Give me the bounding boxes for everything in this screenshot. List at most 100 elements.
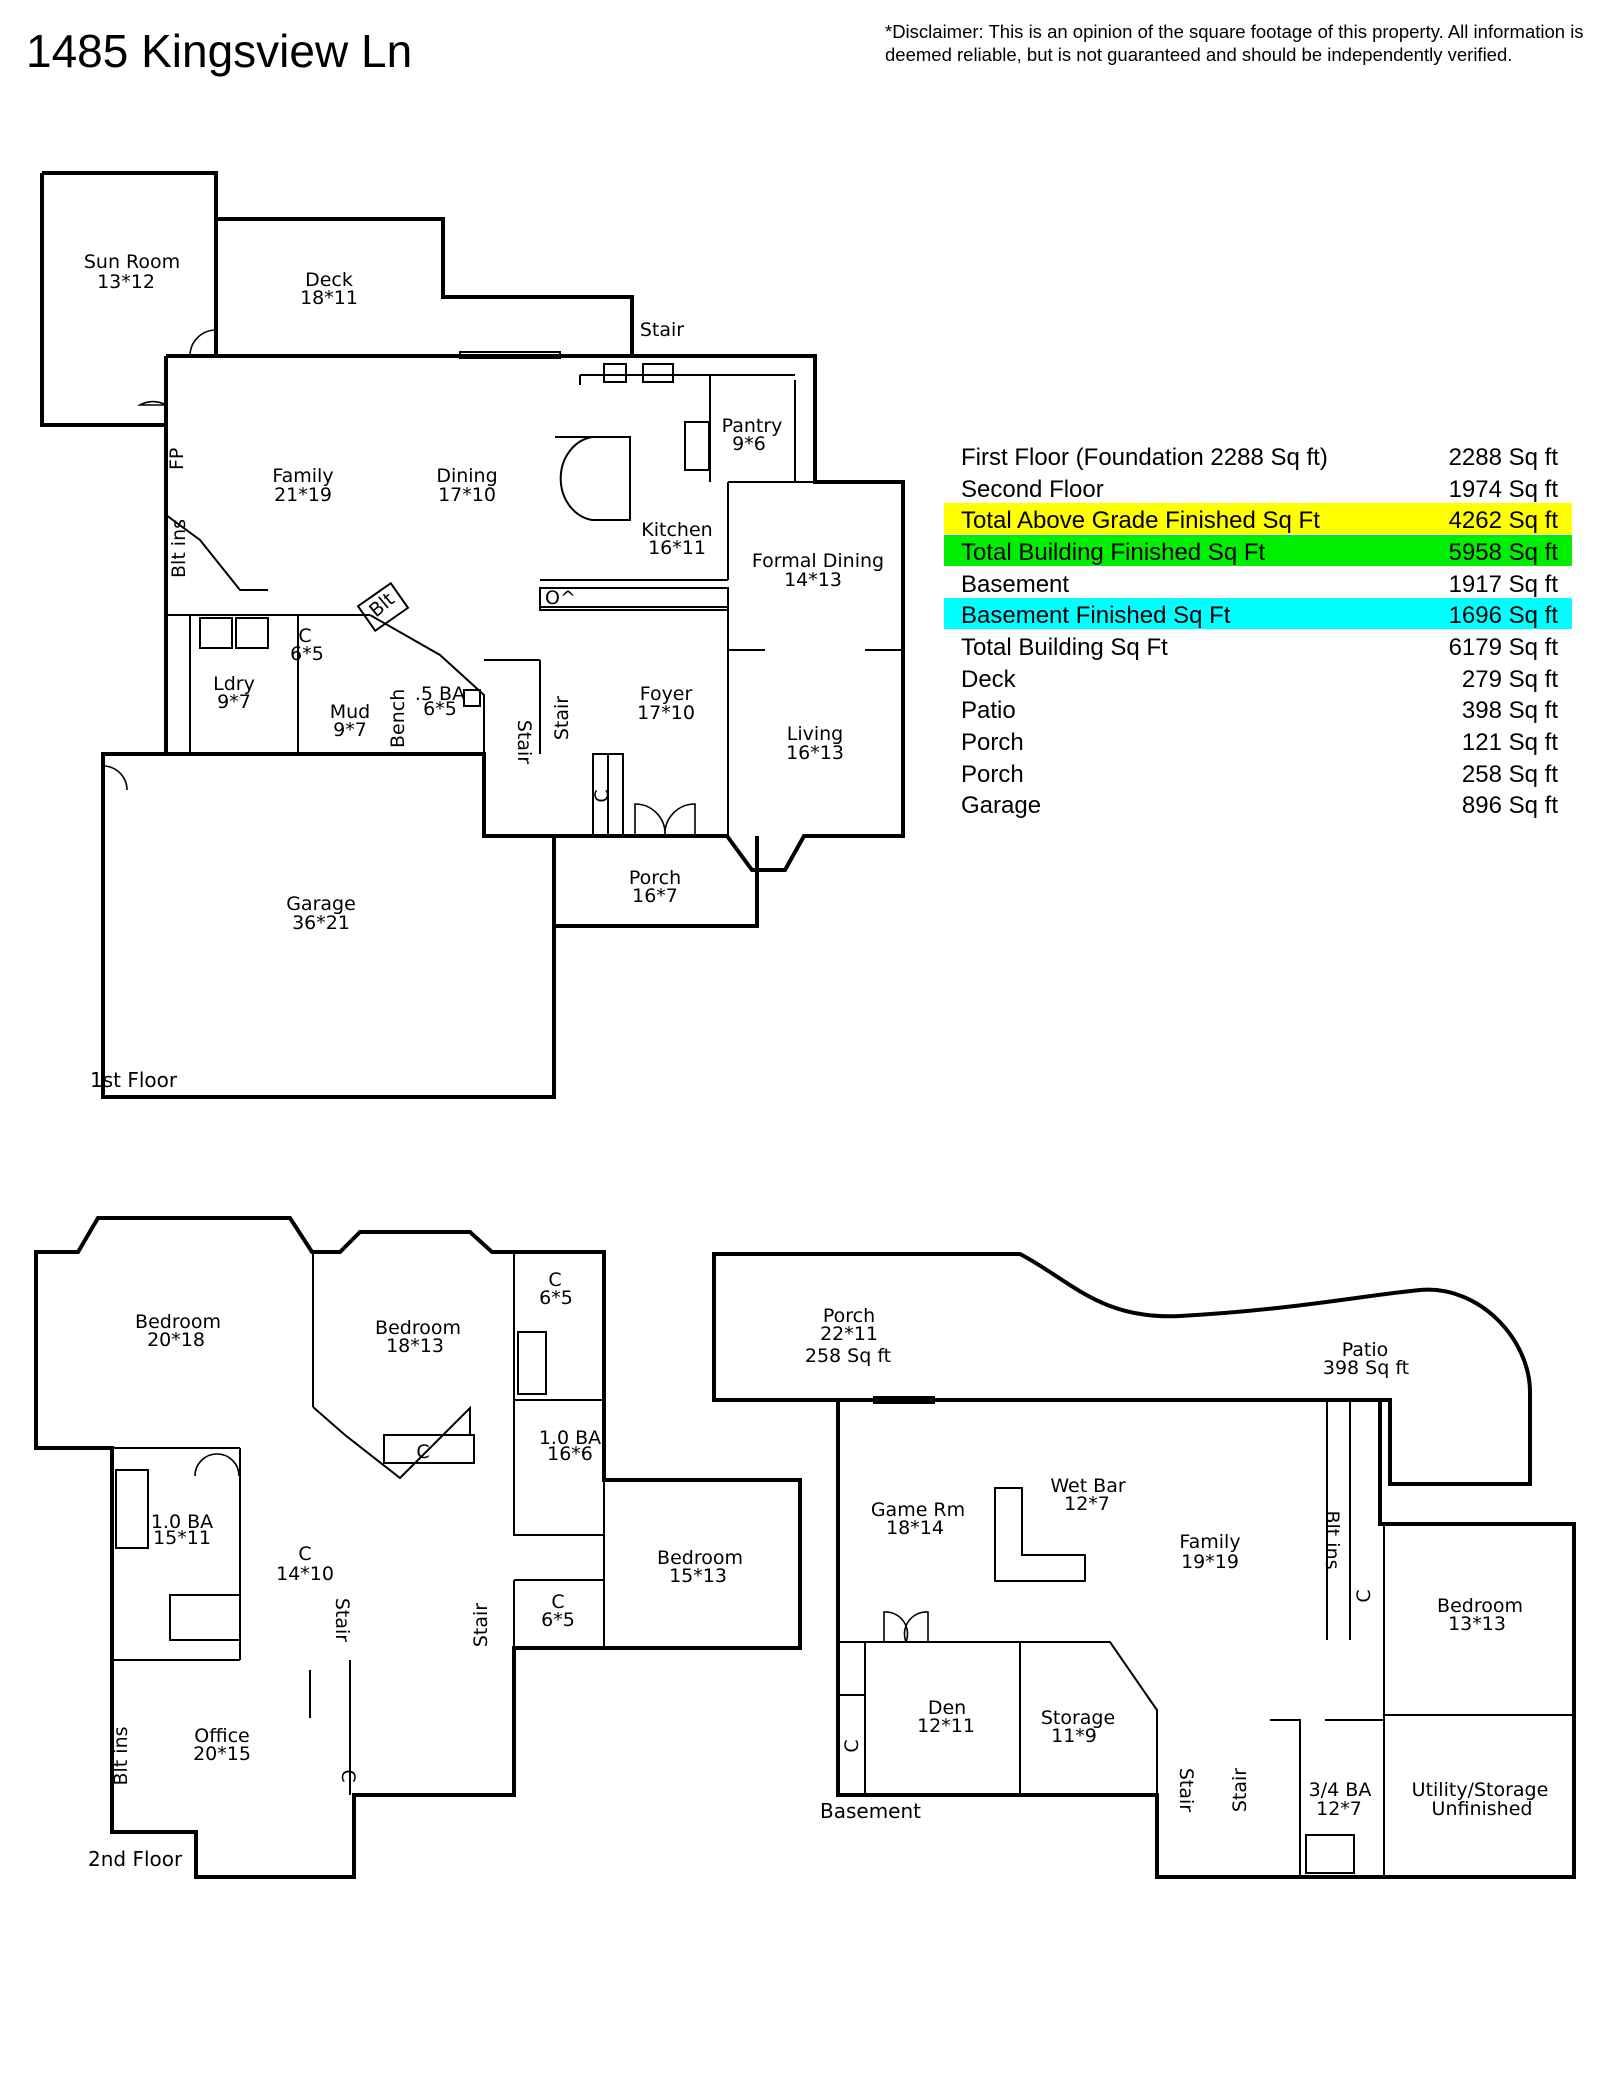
second-floor-shower [169,1594,241,1641]
fridge-icon [603,363,627,383]
slider-door [459,351,561,359]
office-dims: 20*15 [193,1743,251,1765]
second-floor-closet-1-name: C [548,1269,561,1291]
bedroom-2-dims: 18*13 [386,1335,444,1357]
first-floor-blt-ins-label: Blt ins [168,519,190,578]
front-porch-name: Porch [629,867,681,889]
oven-label: O^ [545,587,576,609]
half-bath-name: .5 BA [415,683,465,705]
summary-value-first-floor: 2288 Sq ft [1449,444,1559,471]
mud-room-dims: 9*7 [333,719,367,741]
basement-stair-label-2: Stair [1229,1768,1251,1812]
front-porch-dims: 16*7 [632,885,678,907]
fireplace-label: FP [166,448,188,470]
first-floor-closet-name: C [298,625,311,647]
basement-family-name: Family [1179,1531,1240,1553]
garage-name: Garage [286,893,356,915]
hall-closet-label: C [416,1441,429,1463]
foyer-dims: 17*10 [637,702,695,724]
first-floor-plan: Sun Room 13*12 Deck 18*11 Stair Pantry 9… [40,171,905,1099]
blt-box [356,581,410,633]
second-floor-stair-label-1: Stair [331,1598,353,1642]
basement-porch-dims: 22*11 [820,1323,878,1345]
summary-label-total-building: Total Building Sq Ft [961,634,1168,661]
formal-dining-dims: 14*13 [784,569,842,591]
utility-storage-status: Unfinished [1432,1798,1533,1820]
full-bath-2-dims: 15*11 [153,1527,211,1549]
basement-outer-wall [836,1400,1576,1879]
sun-room-dims: 13*12 [97,271,155,293]
sun-room-name: Sun Room [84,251,180,273]
second-floor-outer-wall [34,1216,802,1879]
dining-name: Dining [436,465,497,487]
dining-dims: 17*10 [438,484,496,506]
basement-interior-walls [838,1400,1574,1877]
first-floor-label: 1st Floor [90,1068,178,1092]
second-floor-tub-1 [517,1331,547,1395]
laundry-dims: 9*7 [217,691,251,713]
summary-value-deck: 279 Sq ft [1462,666,1558,693]
kitchen-island [555,436,631,521]
bedroom-double-door [194,1453,240,1477]
basement-floor-label: Basement [820,1799,921,1823]
laundry-name: Ldry [213,673,255,695]
summary-value-garage: 896 Sq ft [1462,792,1558,819]
summary-highlight-row-4 [944,535,1572,566]
summary-value-basement: 1917 Sq ft [1449,571,1559,598]
summary-value-porch-2: 258 Sq ft [1462,761,1558,788]
summary-label-basement: Basement [961,571,1069,598]
three-quarter-bath-name: 3/4 BA [1309,1779,1372,1801]
garage-door-symbol [102,765,128,791]
kitchen-counter [539,587,729,611]
den-closet-label: C [841,1739,863,1752]
basement-bedroom-name: Bedroom [1437,1595,1523,1617]
sun-room-door [189,329,217,357]
den-double-door [883,1611,929,1643]
basement-blt-ins-label: Blt ins [1321,1510,1343,1569]
basement-slider-door [873,1396,935,1404]
first-floor-stair-label-1: Stair [513,720,535,764]
garage-dims: 36*21 [292,912,350,934]
second-floor-stair-label-2: Stair [470,1603,492,1647]
basement-shower [1305,1834,1355,1874]
living-name: Living [787,723,844,745]
den-name: Den [928,1697,966,1719]
second-floor-closet-shelf [383,1434,475,1464]
porch-patio-outline [712,1252,1532,1486]
family-dims: 21*19 [274,484,332,506]
porch-outline [552,836,759,928]
foyer-closet-label: C [591,789,613,802]
summary-value-porch-1: 121 Sq ft [1462,729,1558,756]
summary-value-basement-finished: 1696 Sq ft [1449,602,1559,629]
deck-dims: 18*11 [300,287,358,309]
deck-outline [216,217,634,356]
summary-value-building-finished: 5958 Sq ft [1449,539,1559,566]
family-name: Family [272,465,333,487]
summary-label-porch-2: Porch [961,761,1024,788]
disclaimer-text: *Disclaimer: This is an opinion of the s… [885,21,1584,65]
first-floor-closet-dims: 6*5 [290,643,324,665]
basement-bedroom-dims: 13*13 [1448,1613,1506,1635]
summary-value-second-floor: 1974 Sq ft [1449,476,1559,503]
office-name: Office [194,1725,249,1747]
front-entry-door [634,803,696,837]
basement-porch-name: Porch [823,1305,875,1327]
game-room-dims: 18*14 [886,1517,944,1539]
full-bath-2-name: 1.0 BA [151,1511,213,1533]
summary-value-above-grade: 4262 Sq ft [1449,507,1559,534]
bench-label: Bench [387,689,409,748]
summary-label-deck: Deck [961,666,1017,693]
sink-icon [642,363,674,383]
summary-label-garage: Garage [961,792,1041,819]
bedroom-3-dims: 15*13 [669,1565,727,1587]
pantry-dims: 9*6 [732,433,766,455]
full-bath-1-name: 1.0 BA [539,1427,601,1449]
kitchen-name: Kitchen [641,519,712,541]
basement-plan: Porch 22*11 258 Sq ft Patio 398 Sq ft Ga… [712,1252,1576,1879]
half-bath-dims: 6*5 [423,698,457,720]
stove-icon [684,421,710,471]
pantry-name: Pantry [722,415,783,437]
garage-closet [592,753,624,837]
summary-value-patio: 398 Sq ft [1462,697,1558,724]
